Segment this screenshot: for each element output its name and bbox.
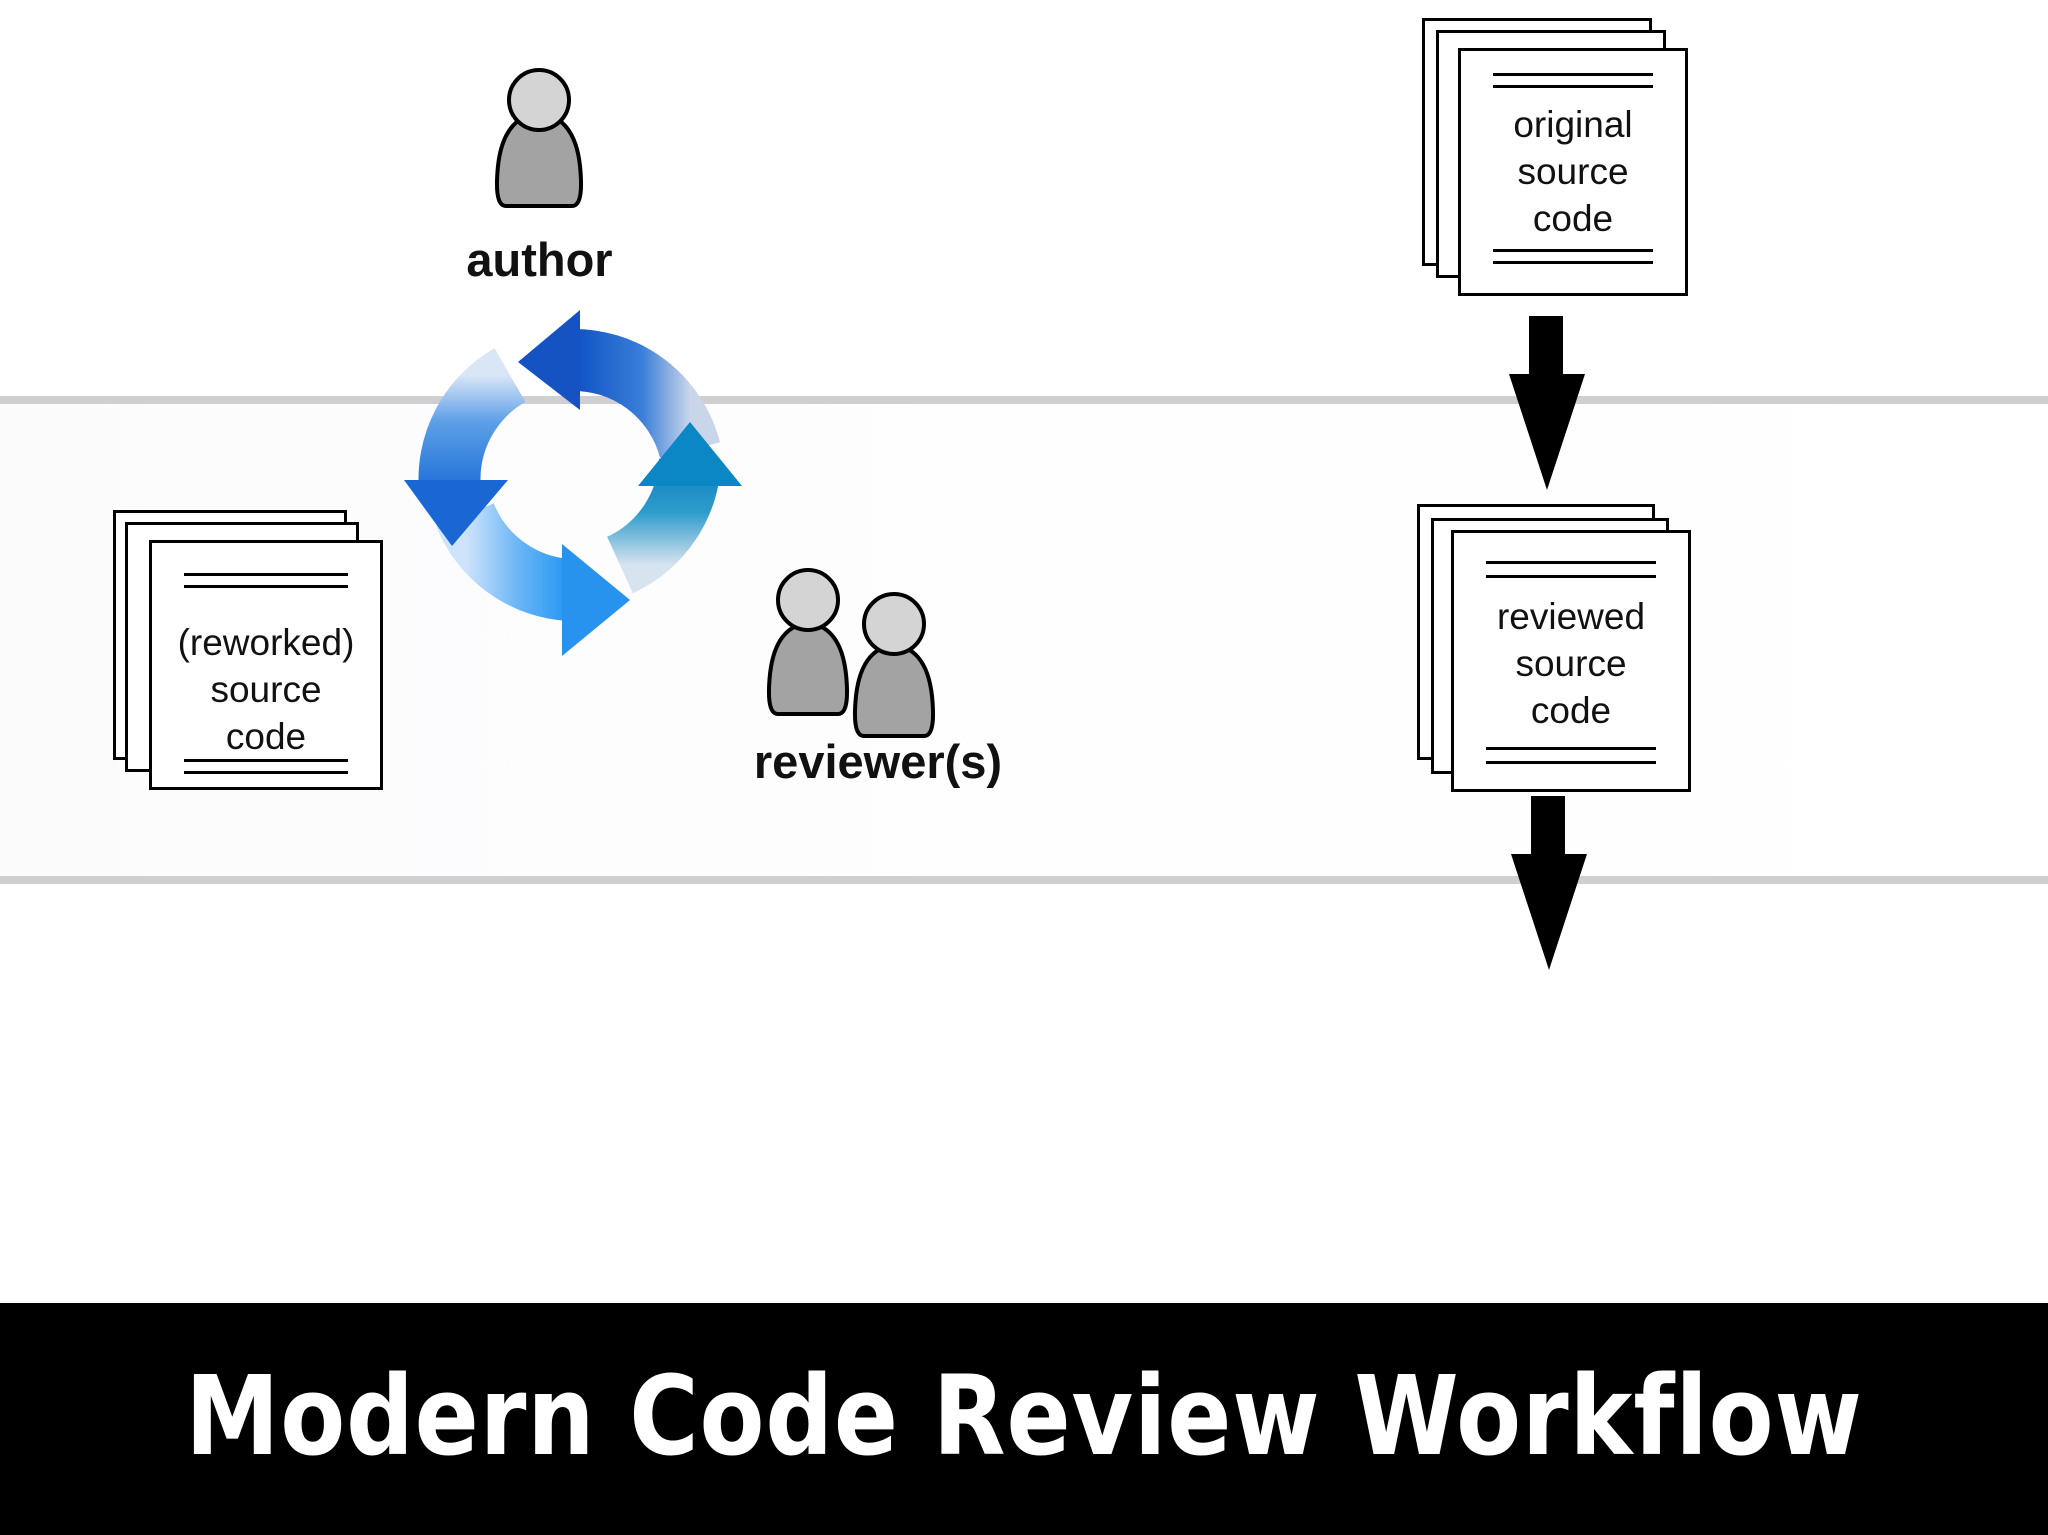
arrow-down-icon: [1509, 316, 1585, 490]
author-icon: [495, 68, 583, 208]
reviewers-label: reviewer(s): [753, 735, 1003, 788]
original-line-3: code: [1532, 198, 1614, 239]
reviewed-line-3: code: [1530, 690, 1612, 731]
reworked-line-3: code: [225, 716, 307, 757]
reviewers-icon: [767, 568, 935, 738]
reworked-doc-text: (reworked) source code: [152, 619, 380, 760]
reworked-line-2: source: [210, 669, 322, 710]
lane-divider-bottom: [0, 876, 2048, 884]
reviewed-line-2: source: [1515, 643, 1627, 684]
original-doc-text: original source code: [1461, 101, 1685, 242]
reviewed-doc-text: reviewed source code: [1454, 593, 1688, 734]
author-label: author: [466, 233, 613, 286]
reviewed-source-code-doc: reviewed source code: [1417, 504, 1691, 792]
reworked-source-code-doc: (reworked) source code: [113, 510, 383, 790]
refresh-cycle-icon: [404, 310, 742, 656]
arrow-down-icon: [1511, 796, 1587, 970]
slide-title: Modern Code Review Workflow: [185, 1352, 1863, 1480]
title-bar: [0, 1303, 2048, 1535]
original-line-2: source: [1517, 151, 1629, 192]
lane-divider-top: [0, 396, 2048, 404]
original-line-1: original: [1513, 104, 1633, 145]
reworked-line-1: (reworked): [177, 622, 355, 663]
reviewed-line-1: reviewed: [1496, 596, 1646, 637]
original-source-code-doc: original source code: [1422, 18, 1688, 296]
